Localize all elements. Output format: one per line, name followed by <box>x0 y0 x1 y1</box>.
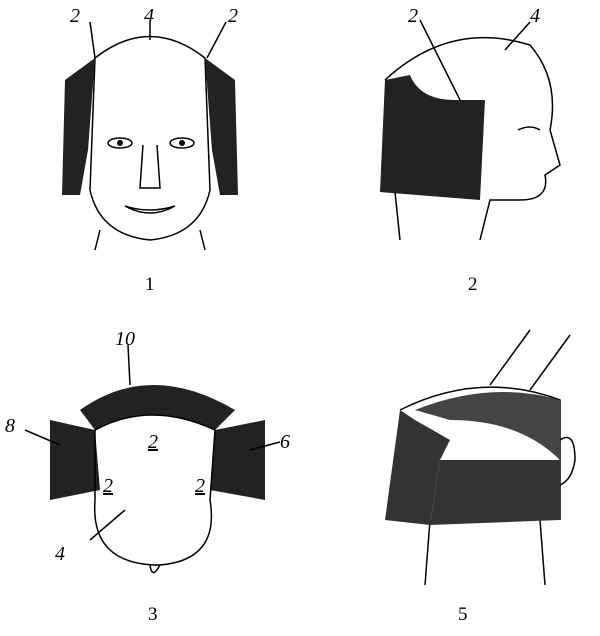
label: 2 <box>70 5 80 27</box>
head-outline <box>399 386 561 586</box>
label: 8 <box>5 415 15 437</box>
nose <box>139 144 161 189</box>
figure-2-side-view: 2 4 2 <box>380 5 561 295</box>
left-hair-strand <box>62 58 95 195</box>
label: 4 <box>144 5 154 27</box>
back-hair-section <box>430 460 560 525</box>
left-eye <box>107 137 133 149</box>
nose <box>149 564 161 574</box>
figure-caption: 2 <box>468 274 478 295</box>
head-outline <box>93 414 216 566</box>
figure-3-top-view: 10 8 6 2 2 2 4 3 <box>5 328 290 625</box>
label: 4 <box>530 5 540 27</box>
right-eye <box>169 137 195 149</box>
hair-section <box>380 75 485 200</box>
mouth <box>124 205 176 214</box>
neck <box>94 229 206 251</box>
label: 10 <box>115 328 135 350</box>
figure-1-front-face: 2 4 2 1 <box>62 5 238 295</box>
right-hair-section <box>210 420 265 500</box>
eye <box>517 126 541 131</box>
label: 2 <box>408 5 418 27</box>
figure-caption: 3 <box>148 604 158 625</box>
label: 2 <box>195 475 205 497</box>
label: 2 <box>148 431 158 453</box>
figure-caption: 1 <box>145 274 155 295</box>
ear <box>559 436 576 486</box>
left-hair-section <box>50 420 100 500</box>
comb <box>489 329 531 386</box>
label: 2 <box>228 5 238 27</box>
label: 2 <box>103 475 113 497</box>
figure-caption: 5 <box>458 604 468 625</box>
figure-5-back-view: 5 <box>385 329 576 625</box>
crown-hair-section <box>415 392 560 460</box>
head-outline <box>89 35 211 241</box>
head-outline <box>384 36 561 241</box>
label: 6 <box>280 431 290 453</box>
right-hair-strand <box>205 58 238 195</box>
left-hair-section <box>385 410 450 525</box>
label: 4 <box>55 543 65 565</box>
crown-hair-section <box>80 385 235 430</box>
